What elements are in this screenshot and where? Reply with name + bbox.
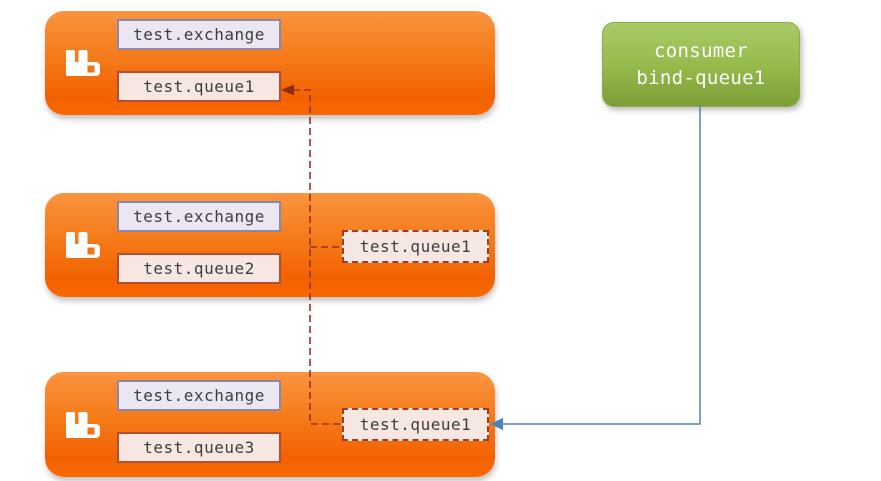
broker-node-3[interactable]: test.exchange test.queue3 (45, 372, 495, 477)
ghost-queue-label-broker3: test.queue1 (342, 408, 489, 441)
exchange-label: test.exchange (117, 380, 281, 411)
queue-label: test.queue2 (117, 253, 281, 284)
consumer-node[interactable]: consumer bind-queue1 (602, 22, 800, 107)
broker-node-1[interactable]: test.exchange test.queue1 (45, 11, 495, 115)
queue-label: test.queue1 (117, 71, 281, 102)
exchange-label: test.exchange (117, 19, 281, 50)
exchange-label: test.exchange (117, 201, 281, 232)
rabbitmq-logo-icon (66, 232, 100, 258)
queue-label: test.queue3 (117, 432, 281, 463)
rabbitmq-logo-icon (66, 50, 100, 76)
consumer-label-line1: consumer (654, 39, 748, 62)
consume-connector (490, 105, 701, 430)
rabbitmq-logo-icon (66, 411, 100, 438)
consumer-label-line2: bind-queue1 (636, 66, 766, 89)
ghost-queue-label-broker2: test.queue1 (342, 230, 489, 263)
broker-node-2[interactable]: test.exchange test.queue2 (45, 193, 495, 297)
